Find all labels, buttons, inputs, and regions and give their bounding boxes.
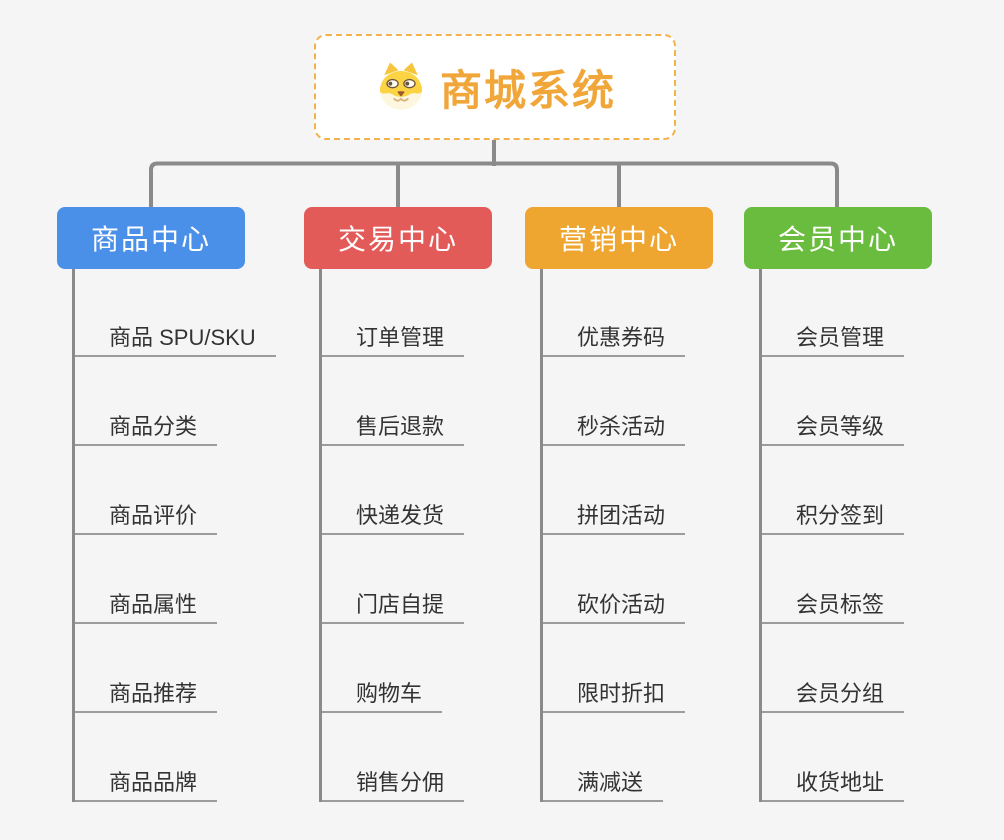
shiba-dog-icon [379,62,423,110]
mindmap-item[interactable]: 商品分类 [75,402,218,446]
mindmap-item[interactable]: 秒杀活动 [543,402,686,446]
mindmap-item[interactable]: 门店自提 [322,580,465,624]
mindmap-item[interactable]: 会员等级 [762,402,905,446]
branch-label: 交易中心 [337,224,458,255]
mindmap-item[interactable]: 积分签到 [762,491,905,535]
mindmap-item[interactable]: 会员分组 [762,669,905,713]
mindmap-item[interactable]: 商品品牌 [75,758,218,802]
branch-column-trade: 订单管理 售后退款 快递发货 门店自提 购物车 销售分佣 [319,269,465,802]
branch-node-marketing-center[interactable]: 营销中心 [525,207,713,269]
branch-node-trade-center[interactable]: 交易中心 [304,207,492,269]
mindmap-item[interactable]: 快递发货 [322,491,465,535]
mindmap-item[interactable]: 收货地址 [762,758,905,802]
mindmap-item[interactable]: 销售分佣 [322,758,465,802]
mindmap-item[interactable]: 会员标签 [762,580,905,624]
branch-node-member-center[interactable]: 会员中心 [744,207,932,269]
mindmap-item[interactable]: 砍价活动 [543,580,686,624]
branch-label: 营销中心 [558,224,679,255]
branch-column-marketing: 优惠券码 秒杀活动 拼团活动 砍价活动 限时折扣 满减送 [540,269,686,802]
branch-column-member: 会员管理 会员等级 积分签到 会员标签 会员分组 收货地址 [759,269,905,802]
mindmap-item[interactable]: 满减送 [543,758,664,802]
mindmap-item[interactable]: 商品评价 [75,491,218,535]
mindmap-item[interactable]: 订单管理 [322,313,465,357]
branch-label: 会员中心 [777,224,898,255]
mindmap-item[interactable]: 拼团活动 [543,491,686,535]
branch-column-product: 商品 SPU/SKU 商品分类 商品评价 商品属性 商品推荐 商品品牌 [72,269,276,802]
root-title: 商城系统 [439,66,616,114]
mindmap-item[interactable]: 会员管理 [762,313,905,357]
mindmap-item[interactable]: 商品推荐 [75,669,218,713]
root-node[interactable]: 商城系统 [314,34,676,140]
mindmap-item[interactable]: 限时折扣 [543,669,686,713]
branch-node-product-center[interactable]: 商品中心 [57,207,245,269]
mindmap-item[interactable]: 商品属性 [75,580,218,624]
mindmap-item[interactable]: 购物车 [322,669,443,713]
mindmap-item[interactable]: 优惠券码 [543,313,686,357]
mindmap-item[interactable]: 商品 SPU/SKU [75,313,276,357]
mindmap-item[interactable]: 售后退款 [322,402,465,446]
branch-label: 商品中心 [90,224,211,255]
